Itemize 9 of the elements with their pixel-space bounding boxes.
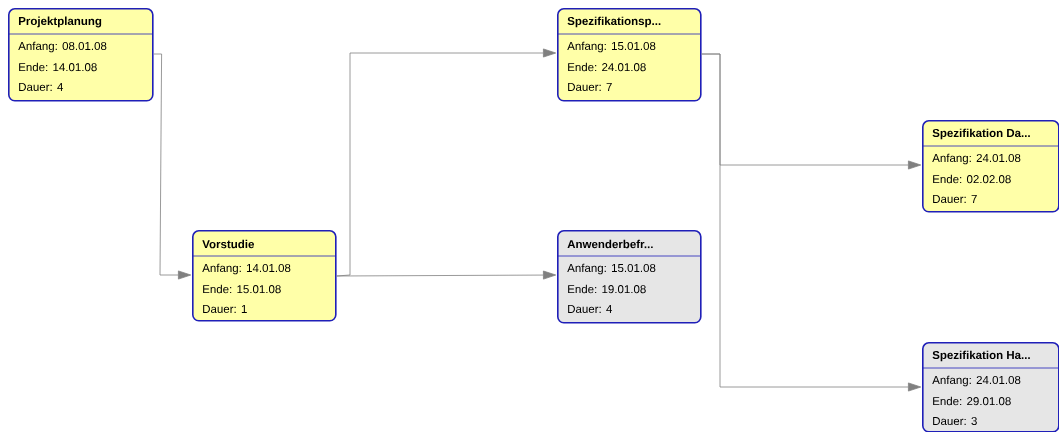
arrow (153, 53, 192, 280)
task-box: Spezifikation Ha... Anfang: 24.01.08 Ende: 29.01.08 Dauer: 3 (921, 342, 1059, 432)
task-box: Projektplanung Anfang: 08.01.08 Ende: 14.01.08 Dauer: 4 (7, 8, 154, 102)
task-box: Vorstudie Anfang: 14.01.08 Ende: 15.01.08 Dauer: 1 (191, 230, 337, 322)
arrow (701, 53, 922, 392)
arrow (336, 270, 557, 280)
task-box: Spezifikation Da... Anfang: 24.01.08 Ende: 02.02.08 Dauer: 7 (921, 120, 1059, 213)
task-box: Anwenderbefr... Anfang: 15.01.08 Ende: 19.01.08 Dauer: 4 (556, 230, 702, 324)
task-box: Spezifikationsp... Anfang: 15.01.08 Ende: 24.01.08 Dauer: 7 (556, 8, 702, 102)
